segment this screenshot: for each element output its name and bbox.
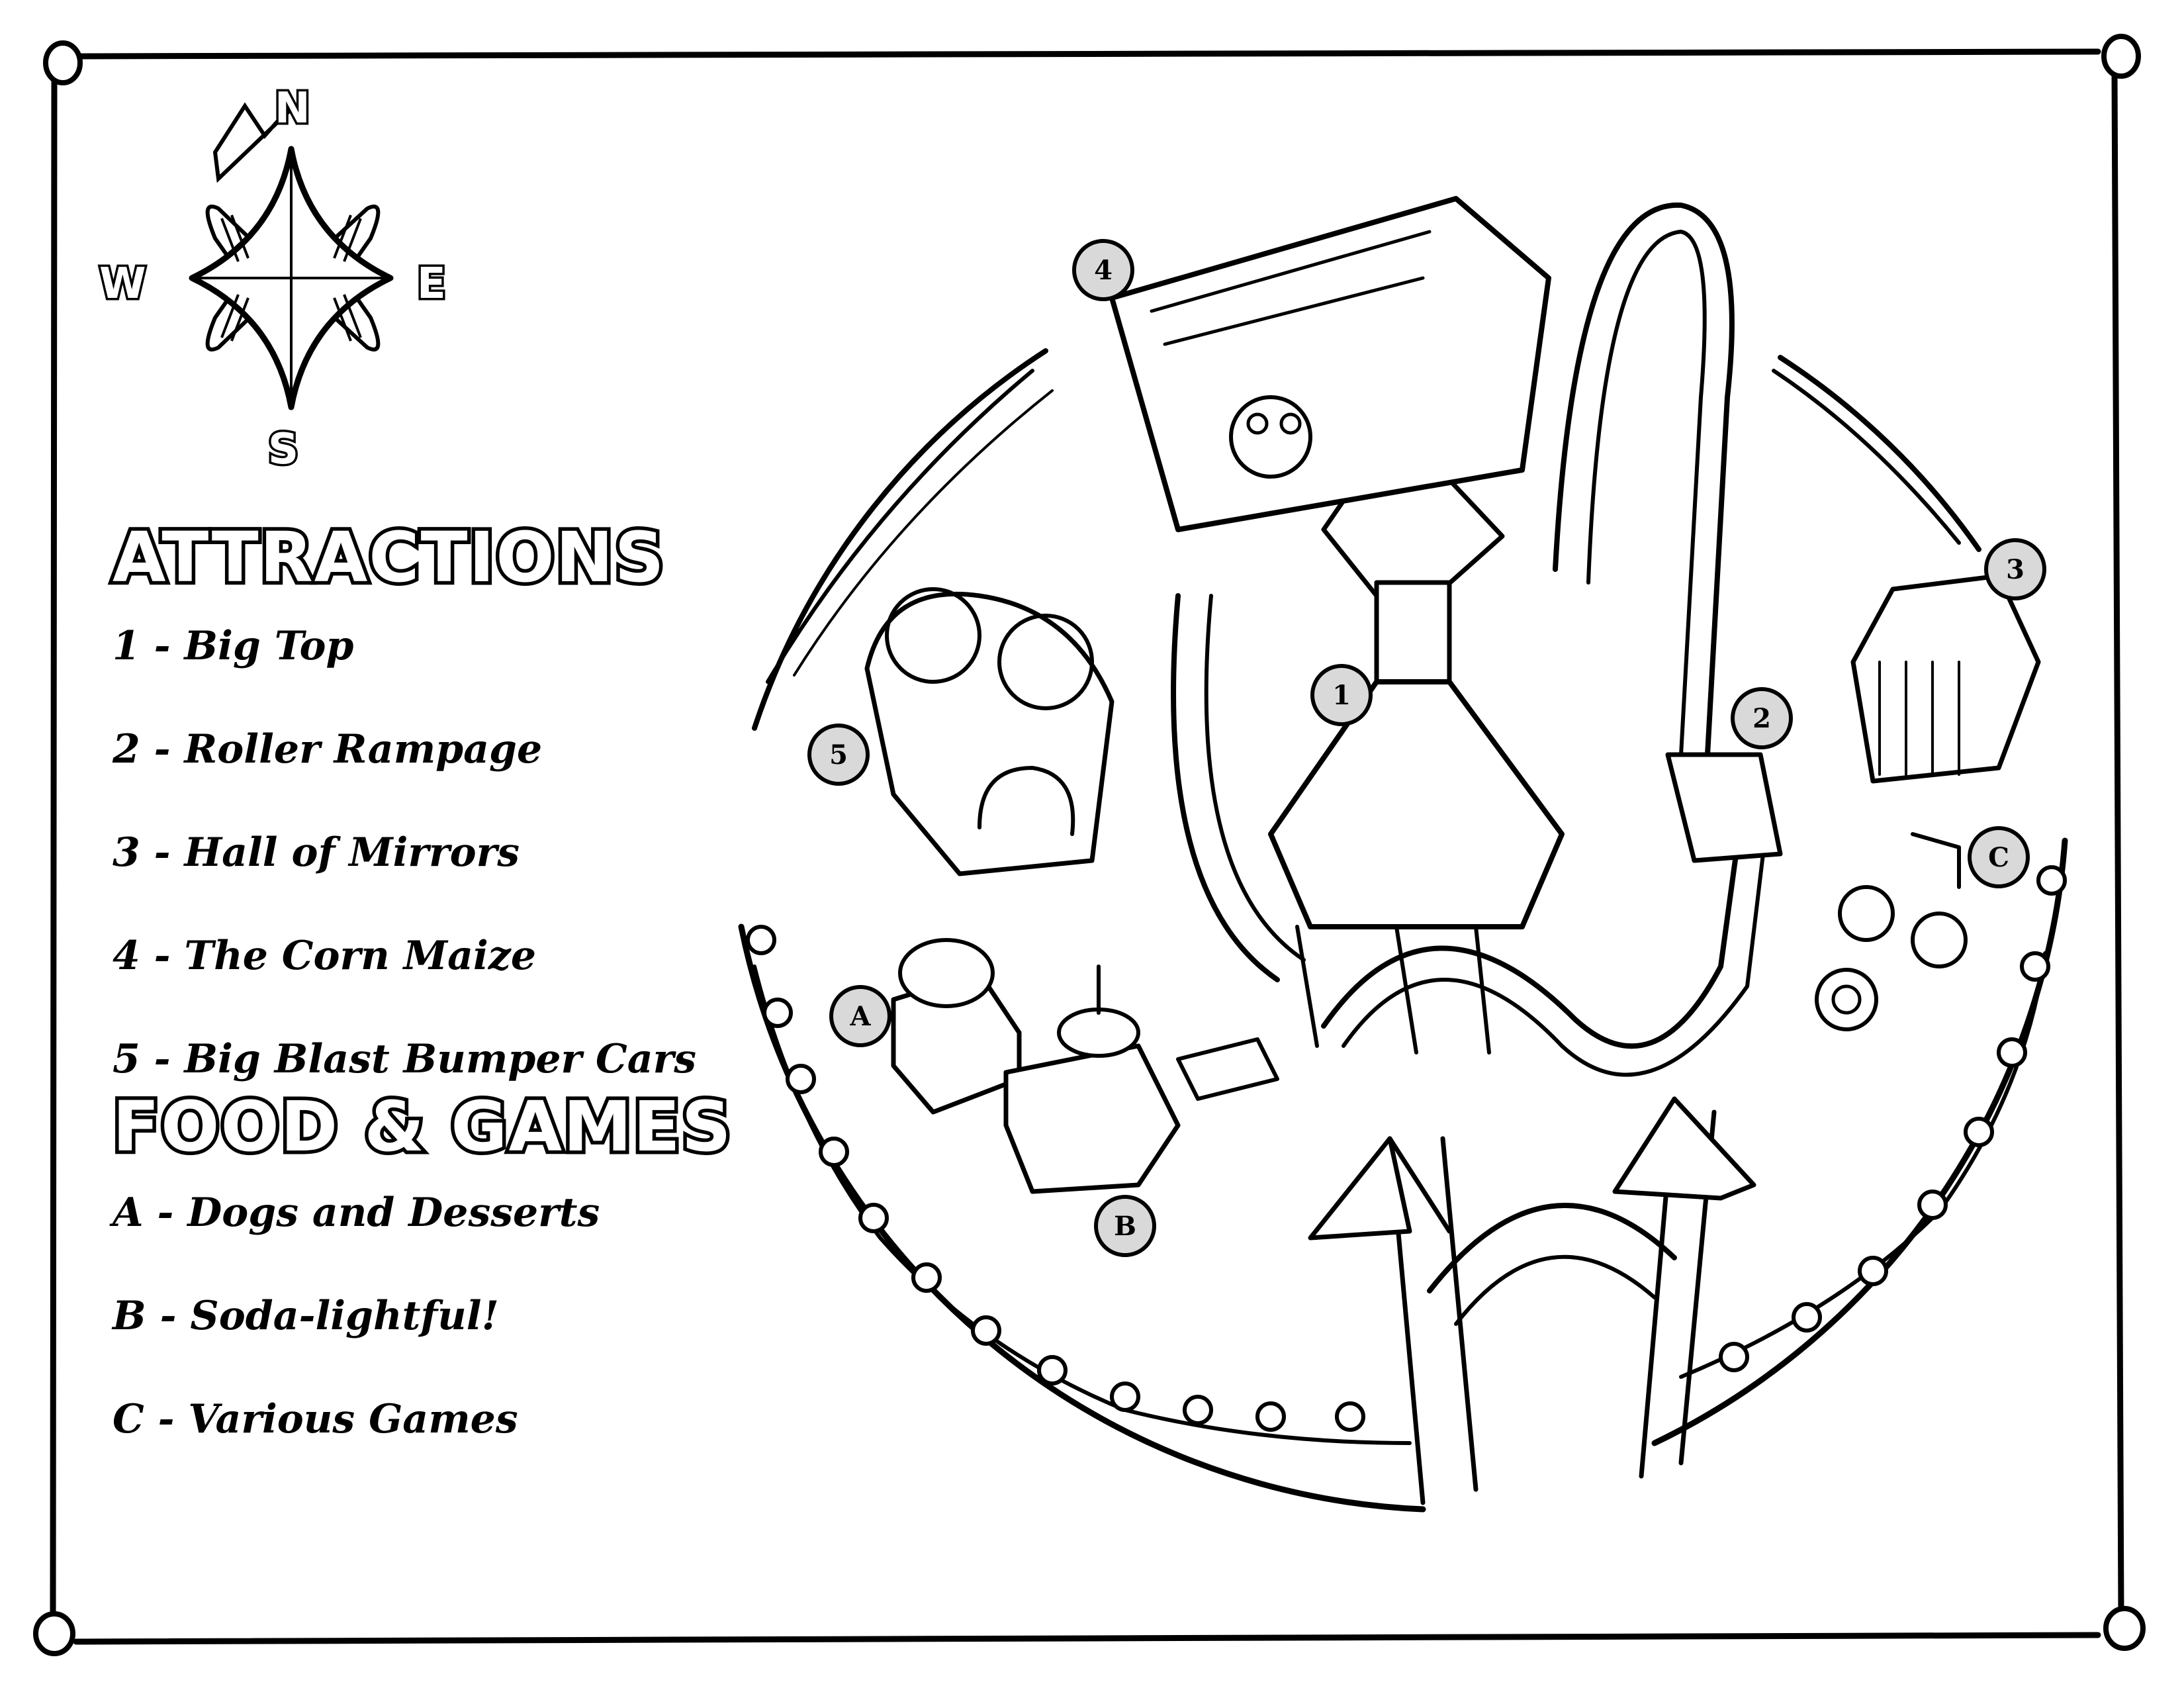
frame-corner-bottom-left bbox=[33, 1611, 75, 1656]
map-marker-c[interactable]: C bbox=[1968, 826, 2030, 888]
map-marker-a[interactable]: A bbox=[829, 985, 891, 1047]
svg-text:3: 3 bbox=[2006, 554, 2025, 585]
legend-item-soda: B - Soda-lightful! bbox=[113, 1293, 499, 1339]
svg-text:A: A bbox=[849, 1001, 871, 1032]
legend-item-hall-of-mirrors: 3 - Hall of Mirrors bbox=[113, 829, 520, 876]
legend-item-dogs-desserts: A - Dogs and Desserts bbox=[113, 1190, 600, 1236]
svg-text:4: 4 bbox=[1094, 255, 1113, 286]
legend-item-corn-maize: 4 - The Corn Maize bbox=[113, 933, 536, 979]
legend-item-bumper-cars: 5 - Big Blast Bumper Cars bbox=[113, 1036, 697, 1082]
food-games-heading: FOOD & GAMES bbox=[109, 1086, 735, 1167]
frame-corner-top-left bbox=[43, 40, 83, 85]
frame-corner-bottom-right bbox=[2103, 1606, 2146, 1651]
compass-west-label: W bbox=[99, 259, 146, 308]
map-marker-5[interactable]: 5 bbox=[807, 724, 870, 786]
attractions-heading: ATTRACTIONS bbox=[109, 517, 668, 598]
map-legend: ATTRACTIONS 1 - Big Top 2 - Roller Rampa… bbox=[109, 517, 788, 1477]
attractions-list: 1 - Big Top 2 - Roller Rampage 3 - Hall … bbox=[113, 600, 788, 1116]
bunting-circles bbox=[746, 865, 2067, 1432]
food-games-list: A - Dogs and Desserts B - Soda-lightful!… bbox=[113, 1168, 788, 1477]
svg-text:2: 2 bbox=[1752, 703, 1771, 734]
svg-text:C: C bbox=[1988, 842, 2009, 873]
svg-text:B: B bbox=[1114, 1211, 1136, 1242]
compass-east-label: E bbox=[417, 259, 446, 308]
svg-text:1: 1 bbox=[1332, 680, 1351, 711]
legend-item-various-games: C - Various Games bbox=[113, 1396, 518, 1442]
compass-rose-icon bbox=[189, 101, 394, 410]
legend-item-big-top: 1 - Big Top bbox=[113, 623, 354, 669]
park-map-illustration bbox=[738, 196, 2068, 1513]
map-marker-4[interactable]: 4 bbox=[1072, 239, 1134, 301]
frame-corner-top-right bbox=[2101, 34, 2141, 79]
map-marker-1[interactable]: 1 bbox=[1310, 664, 1373, 726]
compass-north-label: N bbox=[275, 84, 310, 133]
legend-item-roller-rampage: 2 - Roller Rampage bbox=[113, 726, 543, 773]
map-marker-3[interactable]: 3 bbox=[1984, 538, 2046, 600]
compass-south-label: S bbox=[268, 425, 298, 474]
map-marker-2[interactable]: 2 bbox=[1731, 687, 1793, 749]
map-marker-b[interactable]: B bbox=[1094, 1195, 1156, 1257]
svg-text:5: 5 bbox=[829, 739, 848, 771]
